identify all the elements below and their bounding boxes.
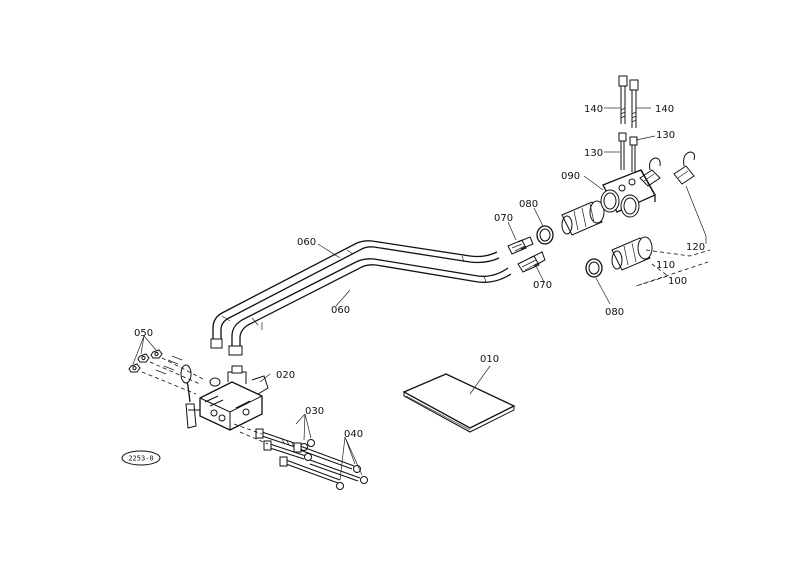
nut-040-a[interactable] bbox=[336, 482, 344, 490]
callout-140-right: 140 bbox=[655, 104, 674, 115]
callout-120: 120 bbox=[686, 242, 705, 253]
nut-030-b[interactable] bbox=[307, 439, 315, 447]
nipple-upper[interactable] bbox=[507, 236, 534, 255]
pipe-lower[interactable] bbox=[228, 258, 512, 356]
callout-130-left: 130 bbox=[584, 148, 603, 159]
callout-140-left: 140 bbox=[584, 104, 603, 115]
dust-cap-right[interactable] bbox=[673, 151, 695, 185]
callout-040: 040 bbox=[344, 429, 363, 440]
quick-coupler-lower[interactable] bbox=[611, 236, 653, 271]
bolt-130-right[interactable] bbox=[629, 136, 638, 172]
bolt-040-a[interactable] bbox=[279, 456, 341, 484]
quick-coupler-upper[interactable] bbox=[561, 200, 605, 236]
callout-100: 100 bbox=[668, 276, 687, 287]
bolt-130-left[interactable] bbox=[618, 132, 627, 170]
bolt-140-right[interactable] bbox=[629, 79, 639, 128]
leader-lines bbox=[132, 107, 711, 481]
callout-010: 010 bbox=[480, 354, 499, 365]
callout-020: 020 bbox=[276, 370, 295, 381]
o-ring-upper[interactable] bbox=[536, 225, 554, 245]
operator-manual[interactable] bbox=[402, 373, 516, 433]
callout-050: 050 bbox=[134, 328, 153, 339]
control-valve-lever[interactable] bbox=[180, 364, 200, 429]
o-ring-lower[interactable] bbox=[585, 258, 603, 278]
coupler-block[interactable] bbox=[600, 169, 656, 218]
dust-cap-left[interactable] bbox=[639, 157, 661, 187]
nut-050-c[interactable] bbox=[128, 363, 141, 373]
nut-030-c[interactable] bbox=[304, 453, 312, 461]
callout-110: 110 bbox=[656, 260, 675, 271]
pipe-upper[interactable] bbox=[210, 240, 500, 349]
control-valve-body[interactable] bbox=[199, 365, 269, 431]
bolt-040-c[interactable] bbox=[309, 459, 361, 482]
callout-070-lower: 070 bbox=[533, 280, 552, 291]
nipple-lower[interactable] bbox=[517, 251, 546, 273]
bolt-030-a[interactable] bbox=[255, 428, 301, 449]
bolt-030-b[interactable] bbox=[263, 440, 307, 460]
callout-080-lower: 080 bbox=[605, 307, 624, 318]
pipe-lower-fitting bbox=[228, 345, 243, 356]
pipe-upper-fitting bbox=[210, 338, 223, 349]
callout-030: 030 bbox=[305, 406, 324, 417]
callout-070-upper: 070 bbox=[494, 213, 513, 224]
nut-050-a[interactable] bbox=[137, 353, 150, 363]
callout-060-upper: 060 bbox=[297, 237, 316, 248]
nut-040-c[interactable] bbox=[360, 476, 368, 484]
callout-130-right: 130 bbox=[656, 130, 675, 141]
callout-060-lower: 060 bbox=[331, 305, 350, 316]
callout-080-upper: 080 bbox=[519, 199, 538, 210]
stamp-text: 2253-0 bbox=[128, 455, 153, 463]
drawing-number-stamp: 2253-0 bbox=[121, 450, 161, 466]
callout-090: 090 bbox=[561, 171, 580, 182]
nut-050-b[interactable] bbox=[150, 349, 163, 359]
bolt-040-b[interactable] bbox=[293, 442, 355, 470]
bolt-140-left[interactable] bbox=[618, 75, 628, 124]
